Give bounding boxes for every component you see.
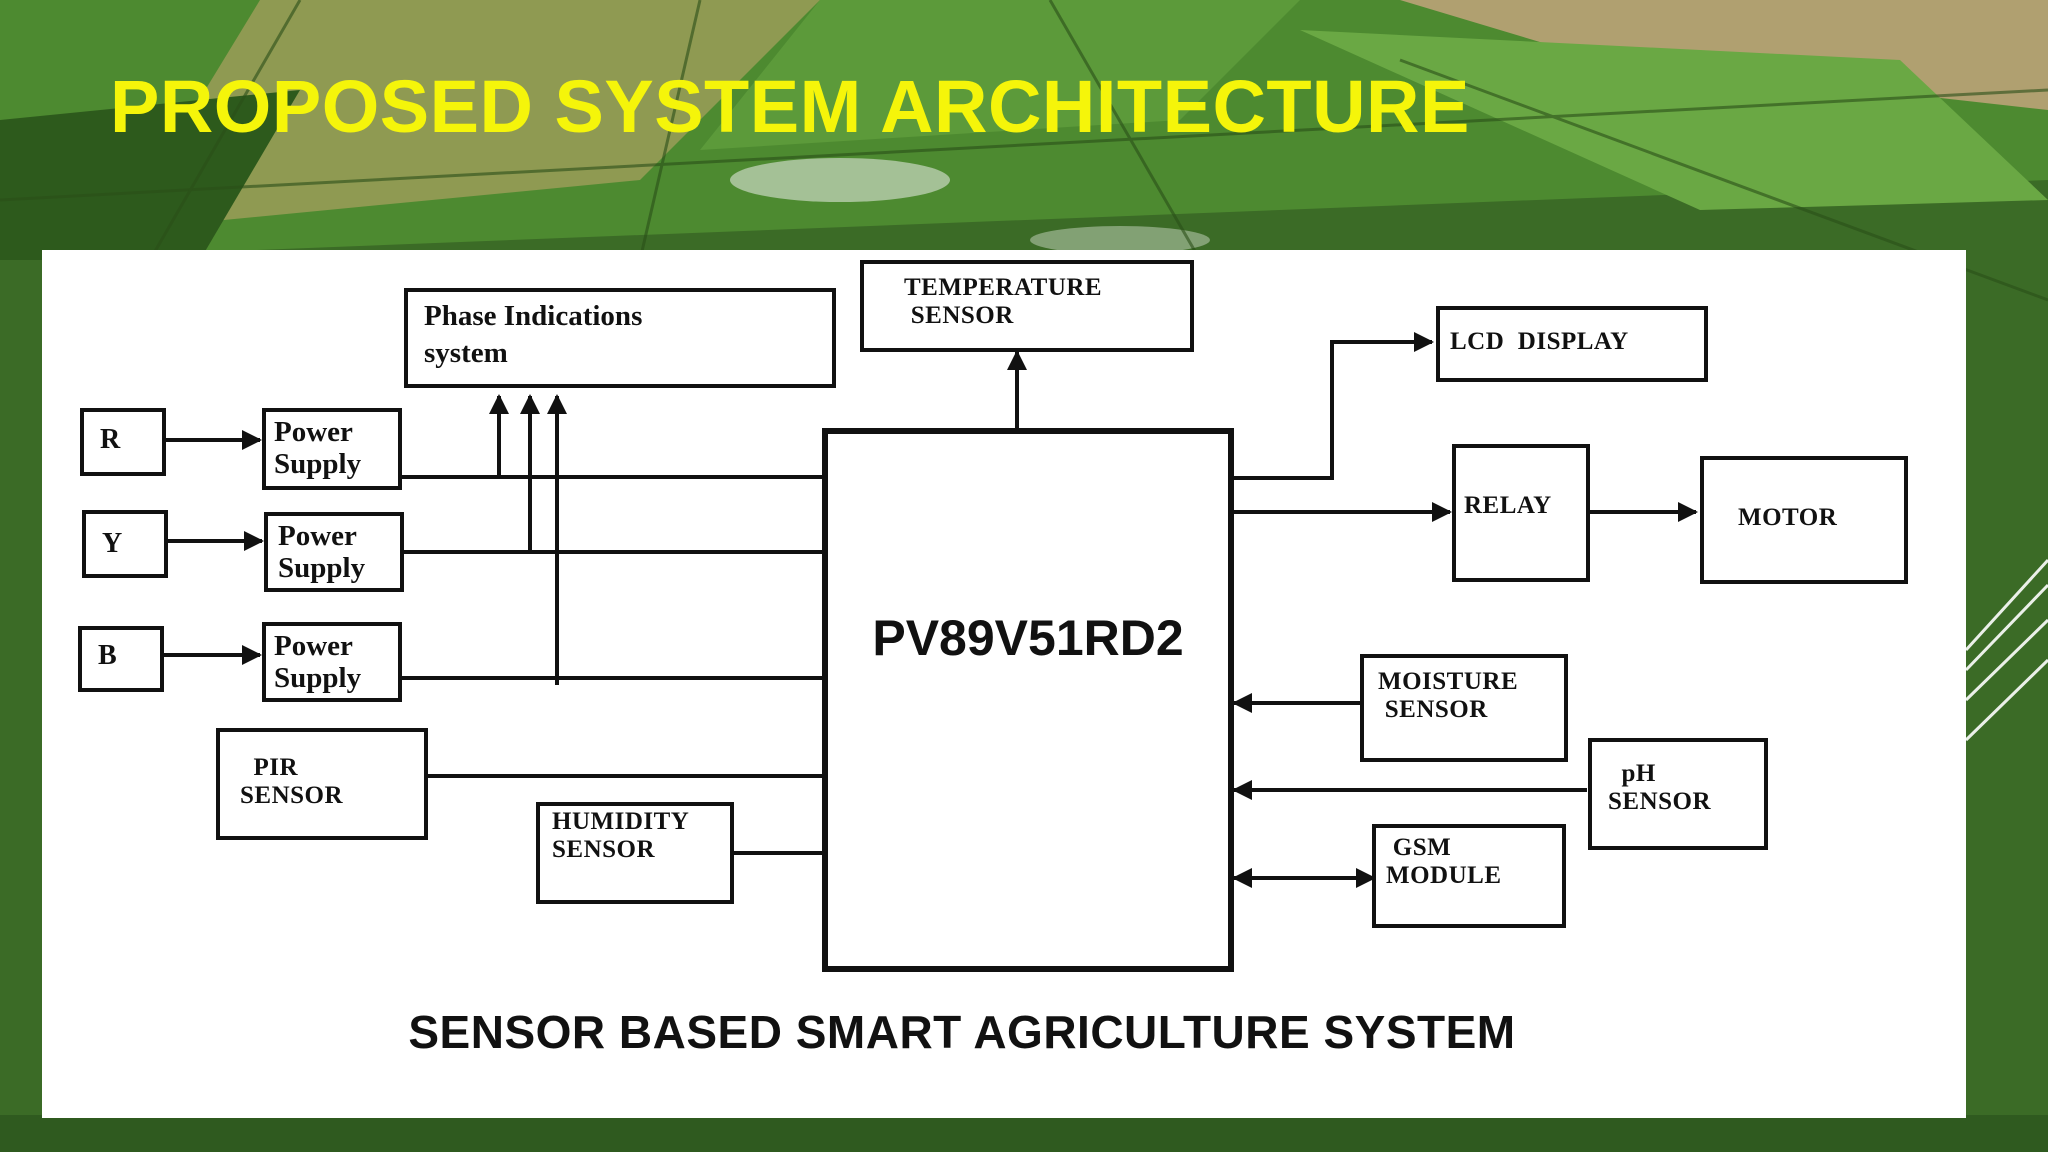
humidity-sensor-label: HUMIDITY SENSOR [552, 808, 690, 863]
phase-r-label: R [100, 424, 121, 455]
gsm-module-label: GSM MODULE [1386, 834, 1502, 889]
slide-title: PROPOSED SYSTEM ARCHITECTURE [110, 65, 1470, 148]
power-supply-y-label: Power Supply [278, 520, 366, 585]
moisture-sensor-box: MOISTURE SENSOR [1360, 654, 1568, 762]
power-supply-y: Power Supply [264, 512, 404, 592]
relay-label: RELAY [1464, 492, 1552, 519]
humidity-sensor-box: HUMIDITY SENSOR [536, 802, 734, 904]
diagram-caption: SENSOR BASED SMART AGRICULTURE SYSTEM [408, 1006, 1516, 1058]
ph-sensor-label: pH SENSOR [1608, 760, 1712, 815]
lcd-display-box: LCD DISPLAY [1436, 306, 1708, 382]
phase-y-label: Y [102, 528, 123, 559]
power-supply-r-label: Power Supply [274, 416, 362, 481]
phase-r-box: R [80, 408, 166, 476]
phase-b-label: B [98, 640, 118, 671]
temperature-sensor-label: TEMPERATURE SENSOR [904, 274, 1103, 329]
connector-lines [164, 332, 1698, 888]
phase-b-box: B [78, 626, 164, 692]
relay-box: RELAY [1452, 444, 1590, 582]
mcu-to-lcd-arrow [1230, 332, 1434, 480]
lcd-display-label: LCD DISPLAY [1450, 328, 1629, 355]
phase-y-box: Y [82, 510, 168, 578]
architecture-diagram: R Y B Power Supply Power Supply Power Su… [42, 250, 1966, 1118]
microcontroller-label: PV89V51RD2 [872, 610, 1184, 666]
power-supply-b-label: Power Supply [274, 630, 362, 695]
motor-box: MOTOR [1700, 456, 1908, 584]
ph-sensor-box: pH SENSOR [1588, 738, 1768, 850]
pir-sensor-box: PIR SENSOR [216, 728, 428, 840]
phase-indication-label: Phase Indications system [424, 300, 643, 370]
moisture-sensor-label: MOISTURE SENSOR [1378, 668, 1519, 723]
phase-indication-box: Phase Indications system [404, 288, 836, 388]
motor-label: MOTOR [1738, 504, 1838, 531]
power-supply-b: Power Supply [262, 622, 402, 702]
pir-sensor-label: PIR SENSOR [240, 754, 344, 809]
microcontroller-box: PV89V51RD2 [822, 428, 1234, 972]
power-supply-r: Power Supply [262, 408, 402, 490]
gsm-module-box: GSM MODULE [1372, 824, 1566, 928]
temperature-sensor-box: TEMPERATURE SENSOR [860, 260, 1194, 352]
